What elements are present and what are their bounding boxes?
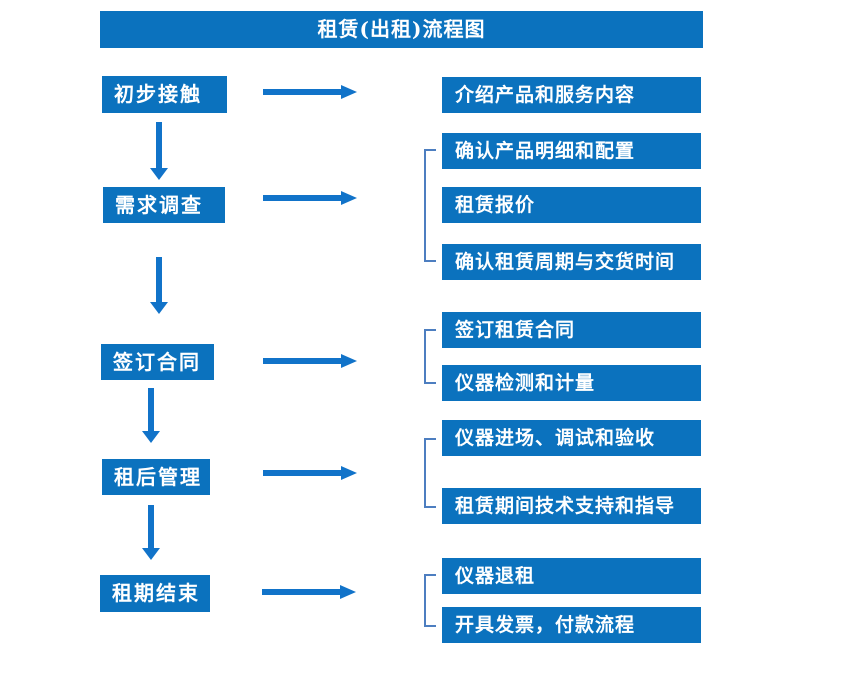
right-arrow-head xyxy=(341,85,357,99)
right-arrow-shaft xyxy=(263,358,343,364)
step-box-sign-contract: 签订合同 xyxy=(101,344,214,380)
down-arrow-1 xyxy=(150,122,168,180)
right-arrow-shaft xyxy=(262,589,342,595)
detail-box-confirm-product-details: 确认产品明细和配置 xyxy=(442,133,701,169)
down-arrow-3 xyxy=(142,388,160,443)
step-box-post-rental-management: 租后管理 xyxy=(102,459,210,495)
group-bracket-sign-contract xyxy=(424,329,436,384)
detail-box-introduce-products-services: 介绍产品和服务内容 xyxy=(442,77,701,113)
detail-box-technical-support: 租赁期间技术支持和指导 xyxy=(442,488,701,524)
down-arrow-4 xyxy=(142,505,160,560)
right-arrow-2 xyxy=(263,191,357,205)
right-arrow-5 xyxy=(262,585,356,599)
step-box-initial-contact: 初步接触 xyxy=(102,76,227,113)
group-bracket-post-rental xyxy=(424,438,436,508)
down-arrow-2 xyxy=(150,257,168,314)
down-arrow-head xyxy=(142,431,160,443)
detail-box-instrument-setup-acceptance: 仪器进场、调试和验收 xyxy=(442,420,701,456)
group-bracket-rental-end xyxy=(424,574,436,627)
down-arrow-shaft xyxy=(148,388,154,431)
right-arrow-head xyxy=(340,585,356,599)
right-arrow-1 xyxy=(263,85,357,99)
diagram-title: 租赁(出租)流程图 xyxy=(100,11,703,48)
detail-box-rental-quotation: 租赁报价 xyxy=(442,187,701,223)
down-arrow-shaft xyxy=(148,505,154,548)
detail-box-instrument-testing: 仪器检测和计量 xyxy=(442,365,701,401)
detail-box-instrument-return: 仪器退租 xyxy=(442,558,701,594)
right-arrow-shaft xyxy=(263,89,343,95)
right-arrow-shaft xyxy=(263,470,343,476)
right-arrow-head xyxy=(341,354,357,368)
detail-box-invoice-payment: 开具发票，付款流程 xyxy=(442,607,701,643)
step-box-demand-survey: 需求调查 xyxy=(103,187,225,223)
down-arrow-head xyxy=(150,302,168,314)
down-arrow-shaft xyxy=(156,122,162,168)
detail-box-sign-rental-contract: 签订租赁合同 xyxy=(442,312,701,348)
right-arrow-shaft xyxy=(263,195,343,201)
right-arrow-head xyxy=(341,466,357,480)
down-arrow-head xyxy=(150,168,168,180)
right-arrow-4 xyxy=(263,466,357,480)
right-arrow-3 xyxy=(263,354,357,368)
right-arrow-head xyxy=(341,191,357,205)
down-arrow-head xyxy=(142,548,160,560)
detail-box-confirm-period-delivery: 确认租赁周期与交货时间 xyxy=(442,244,701,280)
step-box-rental-end: 租期结束 xyxy=(100,575,210,612)
group-bracket-demand-survey xyxy=(424,149,436,262)
down-arrow-shaft xyxy=(156,257,162,302)
